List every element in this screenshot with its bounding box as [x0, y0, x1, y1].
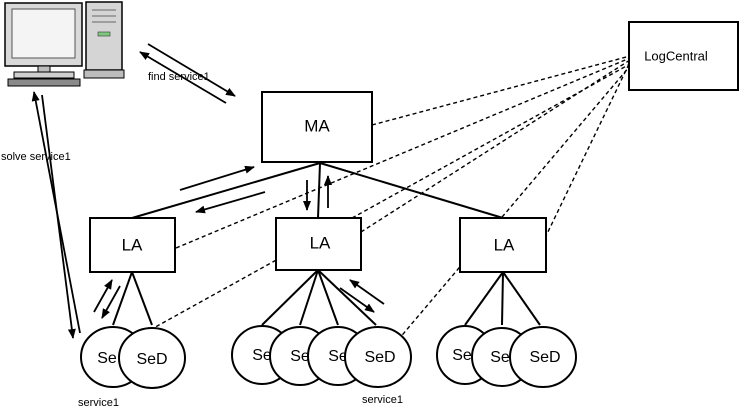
ma-label: MA	[304, 116, 330, 135]
svg-text:SeD: SeD	[364, 349, 395, 366]
sed-group-2: Se Se Se SeD	[231, 325, 412, 388]
sed1-up-arrow	[93, 279, 113, 313]
log-central-node: LogCentral	[628, 21, 739, 91]
ma-response-arrow	[195, 191, 266, 214]
la-label-1: LA	[122, 235, 143, 254]
svg-text:Se: Se	[328, 348, 348, 365]
sed1-down-arrow	[101, 285, 121, 319]
la-label-2: LA	[310, 233, 331, 252]
svg-text:Se: Se	[290, 348, 310, 365]
svg-text:Se: Se	[252, 347, 272, 364]
find-request-arrow	[147, 43, 236, 97]
sed-group-1: Se SeD	[80, 326, 186, 389]
tree-edges	[112, 162, 541, 326]
find-service-label: find service1	[148, 71, 210, 83]
solve-request-arrow	[41, 94, 76, 339]
la-node-2: LA	[275, 217, 362, 271]
find-response-arrow	[139, 51, 227, 104]
service-label-left: service1	[78, 397, 119, 409]
ma-request-arrow	[179, 165, 255, 191]
solve-service-label: solve service1	[1, 151, 71, 163]
message-arrows	[31, 43, 385, 339]
la-label-3: LA	[494, 235, 515, 254]
la-node-3: LA	[459, 217, 547, 273]
log-central-label: LogCentral	[644, 48, 708, 63]
sed2-down-arrow	[339, 287, 375, 313]
service-label-mid: service1	[362, 394, 403, 406]
computer-workstation-icon	[4, 1, 125, 87]
svg-text:Se: Se	[452, 347, 472, 364]
la-node-1: LA	[89, 217, 176, 273]
sed-label: Se	[97, 350, 117, 367]
log-connections	[149, 55, 631, 341]
svg-text:Se: Se	[490, 349, 510, 366]
sed2-up-arrow	[349, 279, 385, 305]
ma-node: MA	[261, 91, 373, 163]
svg-text:SeD: SeD	[529, 349, 560, 366]
sed-label: SeD	[136, 351, 167, 368]
sed-group-3: Se Se SeD	[436, 325, 577, 388]
